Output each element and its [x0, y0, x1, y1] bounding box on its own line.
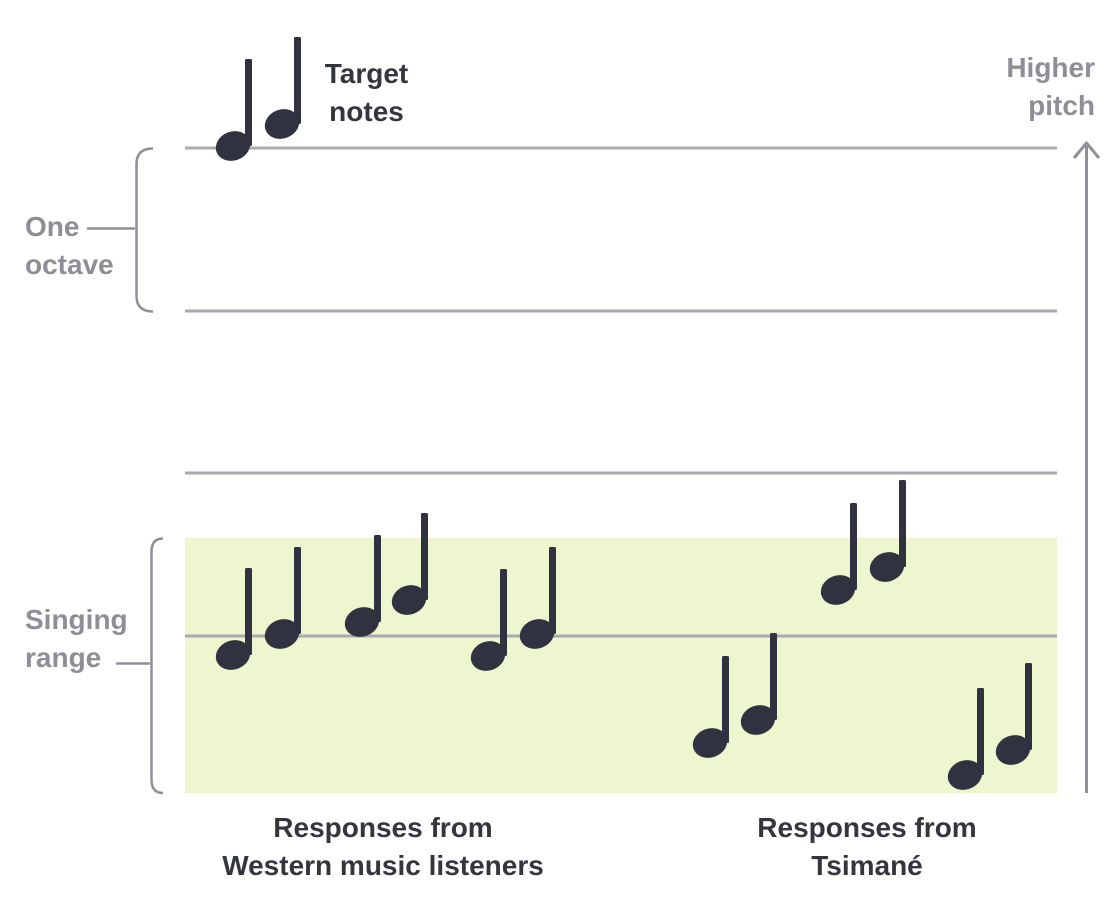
music-note-icon	[519, 547, 556, 649]
note-head	[215, 131, 251, 161]
music-note-icon	[470, 569, 507, 671]
note-head	[869, 552, 905, 582]
music-note-icon	[995, 663, 1032, 765]
note-head	[820, 575, 856, 605]
higher-pitch-arrow-head	[1072, 141, 1101, 159]
music-note-icon	[740, 633, 777, 735]
note-stem	[899, 480, 906, 567]
tsimane-pair-2	[692, 633, 777, 758]
singing-range-bracket-shape	[150, 537, 164, 795]
western-pair-2	[344, 513, 428, 637]
tsimane-group-label-line2: Tsimané	[811, 850, 923, 881]
note-stem	[549, 547, 556, 634]
target-notes-label-line1: Target	[324, 58, 409, 89]
dynamic-layer	[185, 37, 1057, 793]
note-head	[947, 760, 983, 790]
note-stem	[770, 633, 777, 720]
note-stem	[294, 547, 301, 634]
higher-pitch-label-line1: Higher	[1006, 52, 1095, 83]
one-octave-label-line2: octave	[25, 249, 114, 280]
singing-range-label-line2: range	[25, 642, 102, 673]
tsimane-pair-1	[820, 480, 906, 605]
one-octave-bracket	[86, 147, 154, 313]
higher-pitch-arrow	[1072, 141, 1101, 793]
western-listeners-group-label-line1: Responses from	[273, 812, 493, 843]
note-stem	[374, 535, 381, 622]
one-octave-label-line1: One	[25, 211, 80, 242]
note-stem	[1025, 663, 1032, 750]
tsimane-group-label-line1: Responses from	[757, 812, 977, 843]
music-note-icon	[820, 503, 857, 605]
note-head	[215, 640, 251, 670]
tsimane-group-label: Responses from Tsimané	[667, 809, 1067, 885]
note-stem	[977, 688, 984, 775]
music-note-icon	[264, 547, 301, 649]
singing-range-bracket	[115, 537, 164, 795]
singing-range-band	[185, 538, 1057, 793]
note-head	[344, 607, 380, 637]
western-listeners-group-label-line2: Western music listeners	[222, 850, 544, 881]
note-head	[519, 619, 555, 649]
target-notes-pair	[215, 37, 301, 161]
tsimane-pair-3	[947, 663, 1032, 790]
western-pair-3	[470, 547, 556, 671]
music-note-icon	[344, 535, 381, 637]
western-pair-1	[215, 547, 301, 670]
music-note-icon	[869, 480, 906, 582]
note-stem	[421, 513, 428, 600]
note-head	[391, 585, 427, 615]
western-listeners-group-label: Responses from Western music listeners	[133, 809, 633, 885]
higher-pitch-label-line2: pitch	[1028, 90, 1095, 121]
note-head	[264, 109, 300, 139]
target-notes-label: Target notes	[299, 55, 434, 131]
singing-range-label: Singing range	[25, 601, 128, 677]
note-stem	[722, 656, 729, 743]
note-head	[692, 728, 728, 758]
music-note-icon	[391, 513, 428, 615]
higher-pitch-label: Higher pitch	[1006, 49, 1095, 125]
note-head	[740, 705, 776, 735]
one-octave-bracket-shape	[135, 147, 154, 313]
note-stem	[245, 568, 252, 655]
note-stem	[294, 37, 301, 124]
note-head	[995, 735, 1031, 765]
note-stem	[500, 569, 507, 656]
note-stem	[850, 503, 857, 590]
music-note-icon	[264, 37, 301, 139]
note-head	[470, 641, 506, 671]
music-note-icon	[947, 688, 984, 790]
one-octave-label: One octave	[25, 208, 114, 284]
music-note-icon	[692, 656, 729, 758]
singing-range-label-line1: Singing	[25, 604, 128, 635]
note-head	[264, 619, 300, 649]
target-notes-label-line2: notes	[329, 96, 404, 127]
music-note-icon	[215, 59, 252, 161]
music-note-icon	[215, 568, 252, 670]
note-stem	[245, 59, 252, 146]
